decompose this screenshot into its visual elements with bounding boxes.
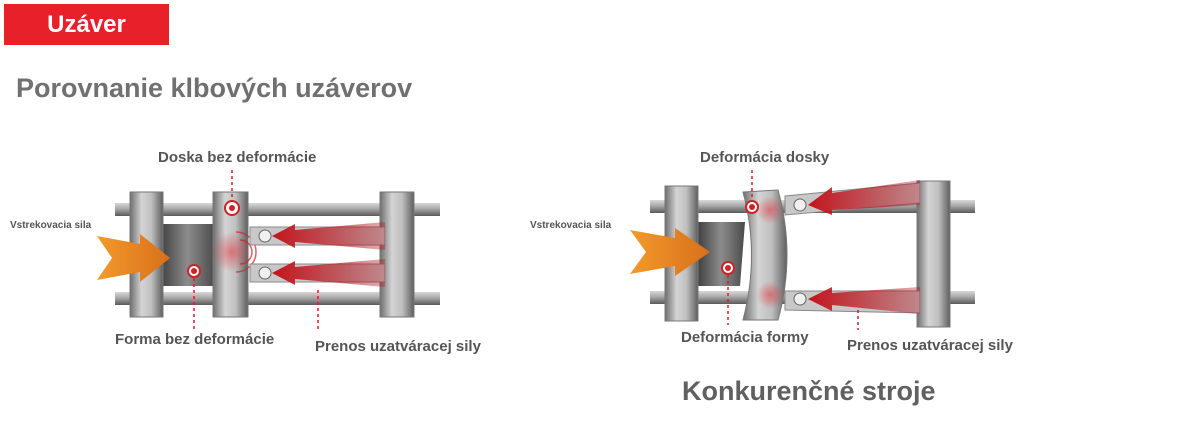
injection-arrow	[630, 228, 710, 276]
clamp-force-arrow	[808, 180, 920, 215]
mold	[160, 224, 215, 286]
page-title: Porovnanie klbových uzáverov	[16, 73, 413, 103]
competitor-caption: Konkurenčné stroje	[682, 376, 936, 406]
label-plate-deform: Deformácia dosky	[700, 149, 830, 166]
label-clamp-transfer-right: Prenos uzatváracej sily	[847, 337, 1013, 354]
clamp-force-arrow	[808, 287, 920, 314]
label-injection-force-left: Vstrekovacia sila	[10, 220, 92, 231]
rear-platen	[916, 180, 951, 328]
clamp-force-arrow	[272, 222, 385, 250]
label-injection-force-right: Vstrekovacia sila	[530, 220, 612, 231]
right-machine	[630, 170, 975, 330]
left-machine	[97, 170, 440, 332]
label-clamp-transfer-left: Prenos uzatváracej sily	[315, 338, 481, 355]
section-tag: Uzáver	[4, 4, 169, 45]
label-mold-deform: Deformácia formy	[681, 329, 809, 346]
label-plate-no-deform: Doska bez deformácie	[158, 149, 317, 166]
clamp-force-arrow	[272, 259, 385, 287]
tie-bar	[115, 203, 440, 216]
rear-platen	[379, 191, 415, 318]
label-mold-no-deform: Forma bez deformácie	[115, 331, 275, 348]
tie-bar	[115, 292, 440, 305]
injection-arrow	[97, 234, 170, 282]
